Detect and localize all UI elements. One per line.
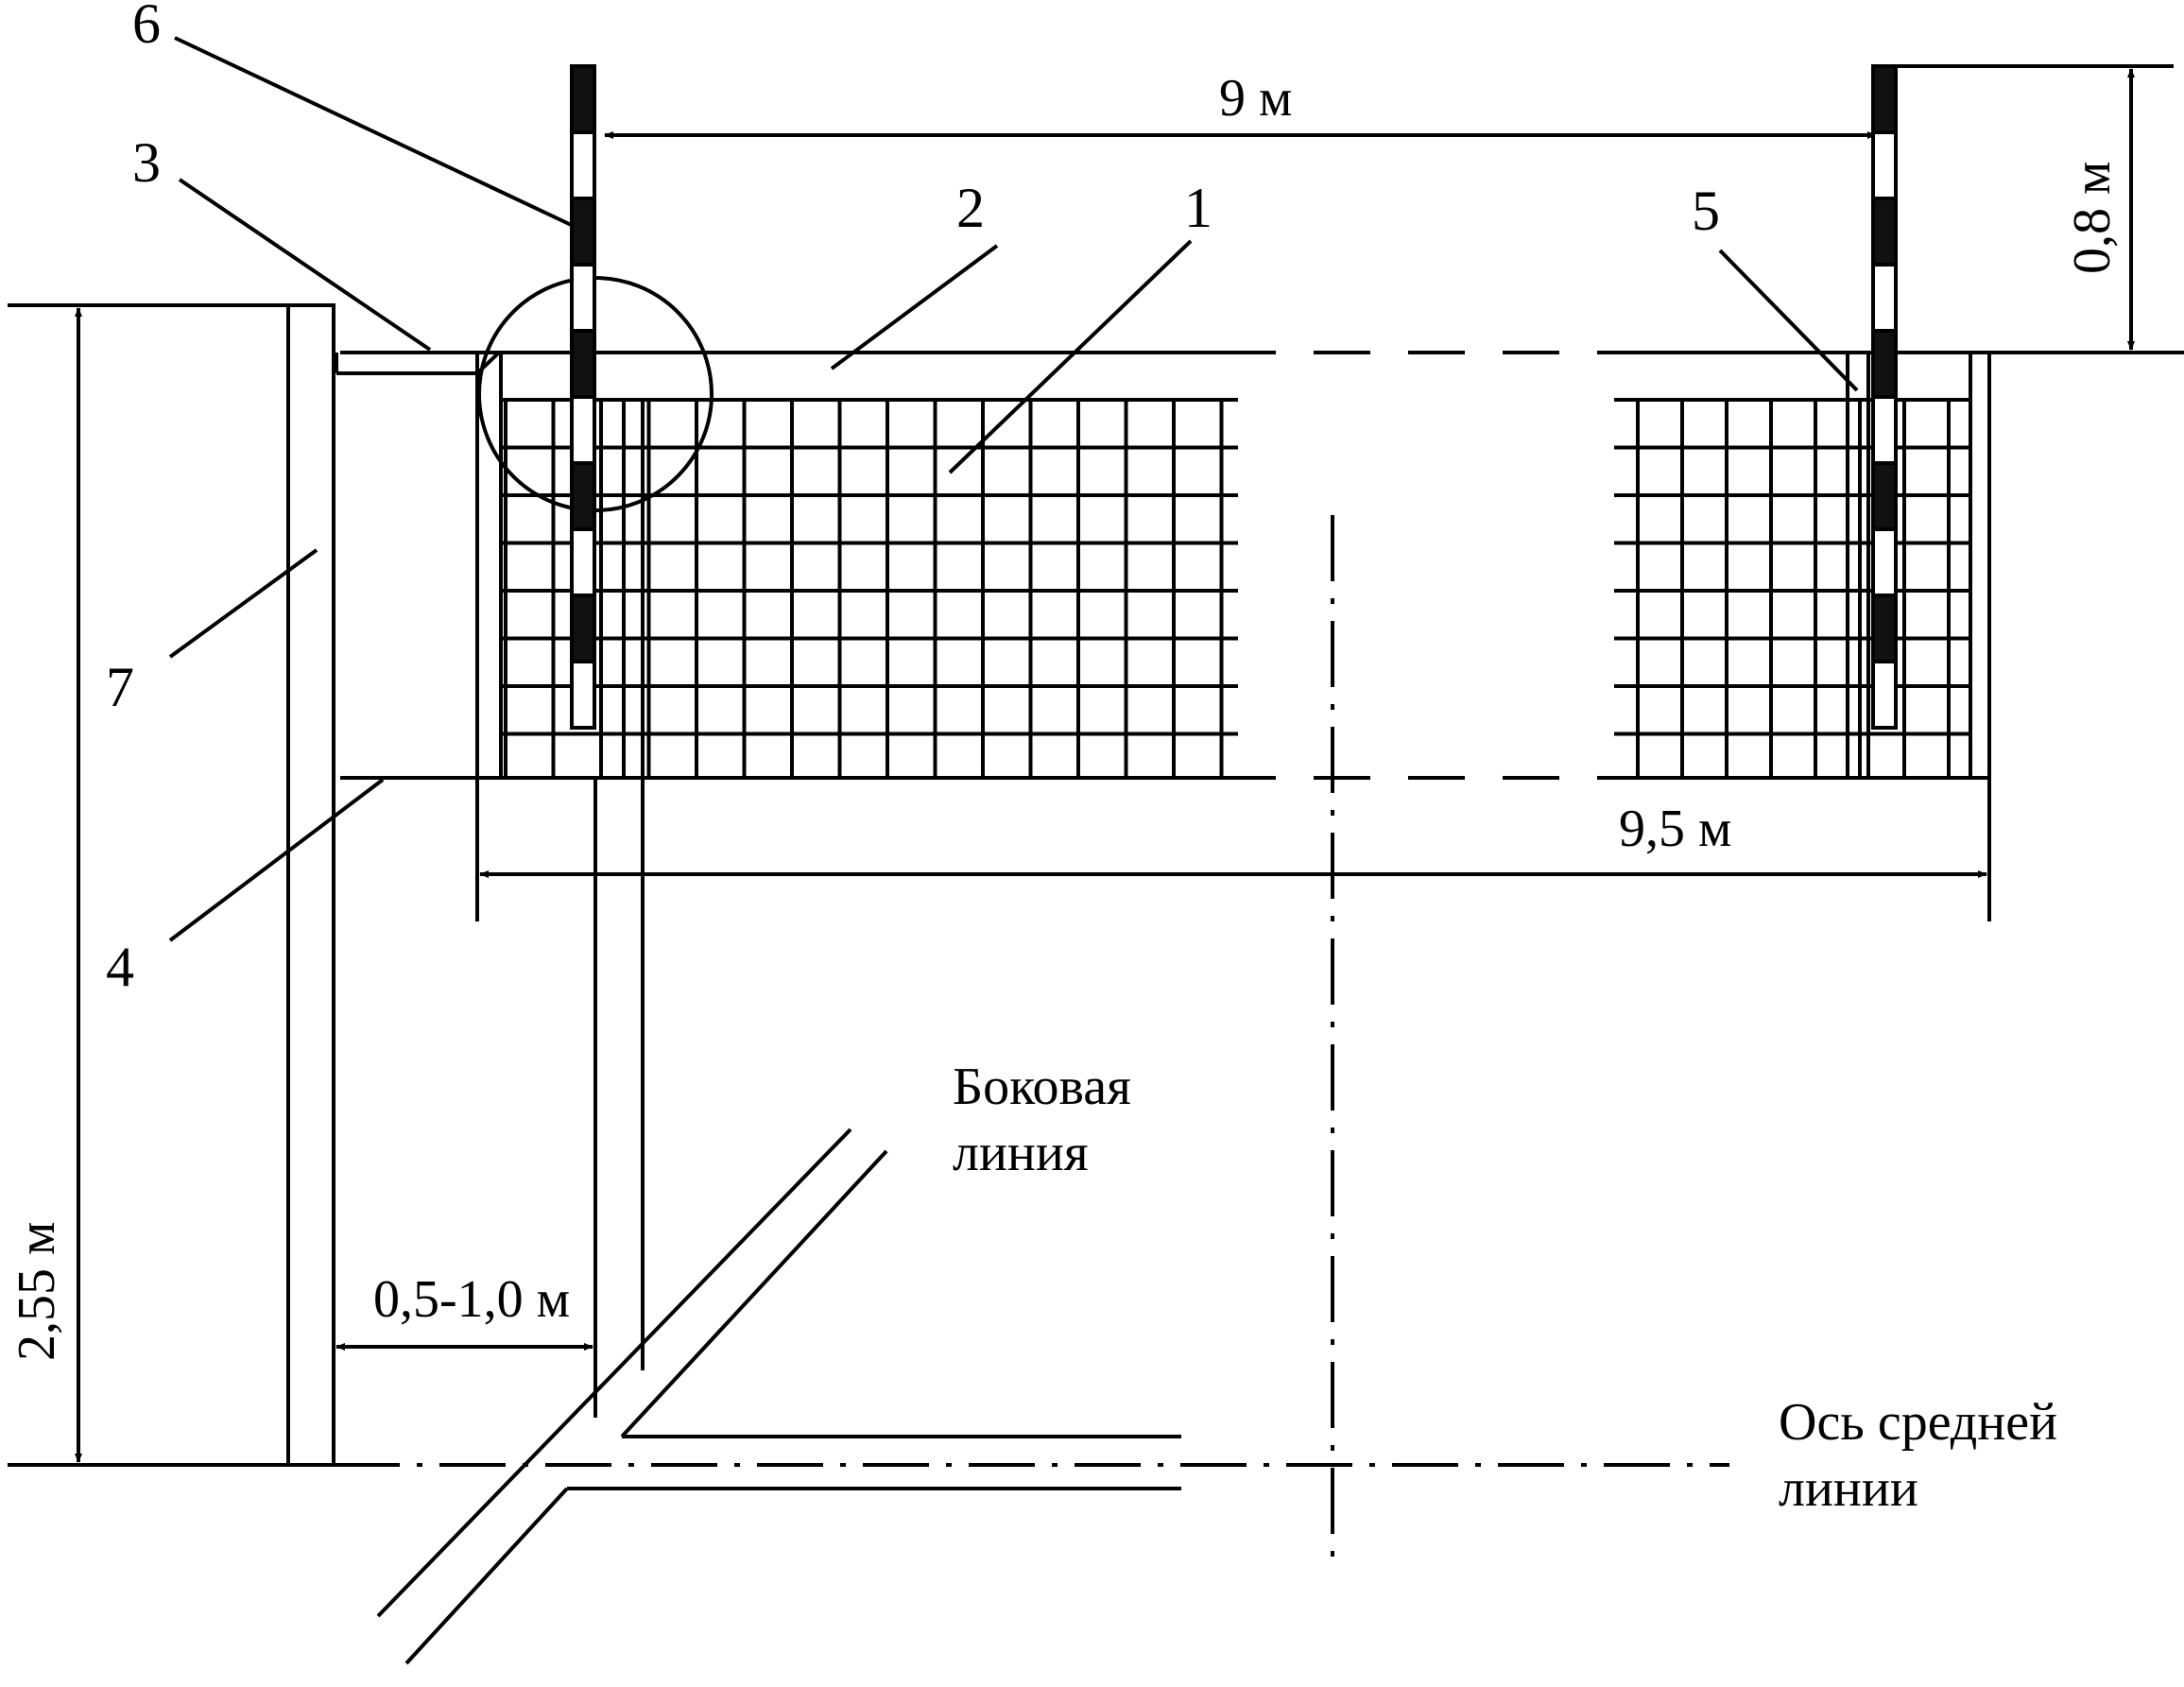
antenna-stripe <box>1871 197 1898 267</box>
leader-1 <box>948 239 1193 474</box>
leader-3 <box>178 178 432 352</box>
antenna-stripe <box>570 660 596 730</box>
midline-caption-1: Ось средней <box>1779 1393 2057 1452</box>
antenna-stripe <box>1871 263 1898 333</box>
midline-caption-2: линии <box>1779 1459 1918 1518</box>
dim-label-9m: 9 м <box>1219 69 1292 128</box>
sideline-caption-1: Боковая <box>953 1058 1131 1116</box>
antenna-stripe <box>570 64 596 134</box>
antenna-stripe <box>570 263 596 333</box>
net-mesh-right <box>1614 398 1970 778</box>
antenna-stripe <box>1871 130 1898 200</box>
antenna-right <box>1871 64 1898 730</box>
antenna-stripe <box>1871 527 1898 597</box>
antenna-stripe <box>570 594 596 663</box>
label-4: 4 <box>106 936 134 998</box>
label-7: 7 <box>106 656 134 718</box>
label-6: 6 <box>132 0 161 55</box>
sideline-diagonal-2 <box>620 1149 888 1438</box>
sideline-caption-2: линия <box>953 1124 1089 1182</box>
leader-5 <box>1718 249 1859 392</box>
side-band-right <box>1846 351 1870 780</box>
leader-6 <box>174 36 582 232</box>
antenna-stripe <box>570 395 596 465</box>
dim-label-post-offset: 0,5-1,0 м <box>373 1270 570 1329</box>
antenna-stripe <box>1871 660 1898 730</box>
dim-label-9-5m: 9,5 м <box>1619 800 1731 858</box>
antenna-stripe <box>1871 395 1898 465</box>
leader-7 <box>168 548 318 659</box>
dim-label-2-55m: 2,55 м <box>8 1222 66 1361</box>
label-1: 1 <box>1184 177 1212 239</box>
label-2: 2 <box>956 177 985 239</box>
antenna-stripe <box>570 527 596 597</box>
antenna-stripe <box>1871 329 1898 399</box>
net-mesh-left <box>501 398 1238 778</box>
label-3: 3 <box>132 131 161 194</box>
side-band-left <box>622 398 645 780</box>
antenna-stripe <box>570 197 596 267</box>
antenna-left <box>570 64 596 730</box>
leader-2 <box>830 244 999 370</box>
antenna-stripe <box>1871 461 1898 531</box>
label-5: 5 <box>1692 180 1720 242</box>
antenna-stripe <box>1871 64 1898 134</box>
antenna-stripe <box>570 461 596 531</box>
antenna-stripe <box>570 329 596 399</box>
antenna-stripe <box>570 130 596 200</box>
leader-4 <box>168 778 385 942</box>
sideline-diagonal-1 <box>376 1128 852 1618</box>
antenna-stripe <box>1871 594 1898 663</box>
post <box>286 303 335 1467</box>
dim-label-0-8m: 0,8 м <box>2063 162 2122 274</box>
sideline-diagonal-3 <box>404 1487 569 1665</box>
